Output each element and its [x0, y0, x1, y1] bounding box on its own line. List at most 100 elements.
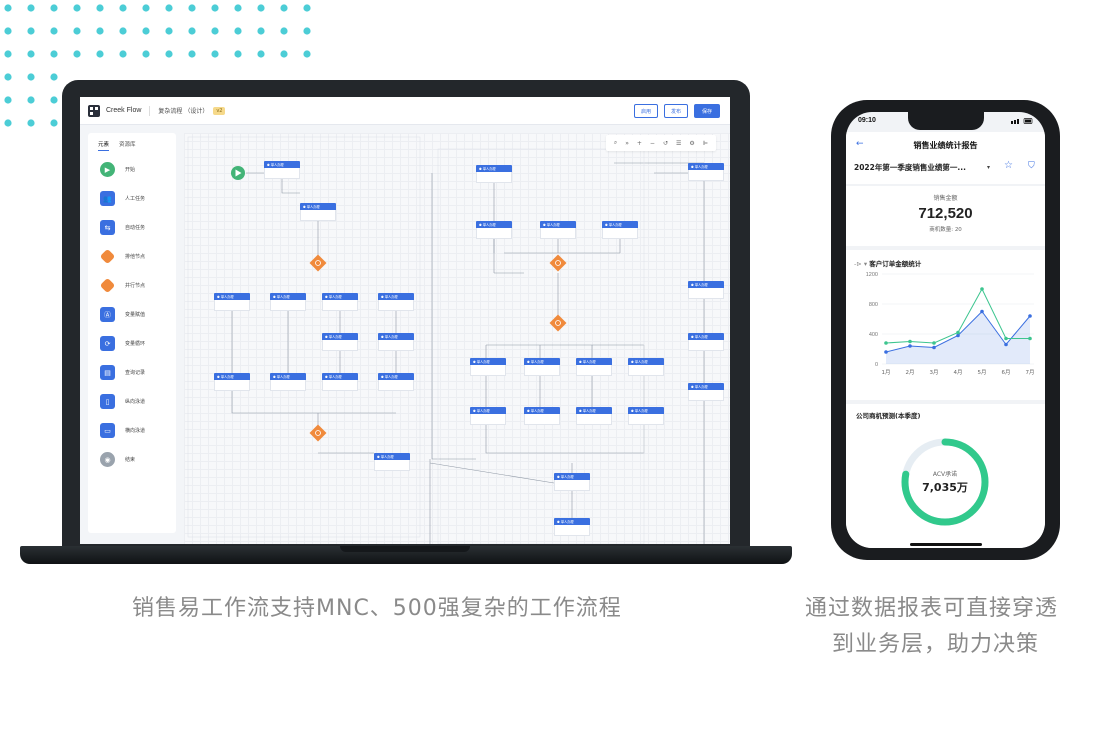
decorative-dot — [50, 96, 58, 104]
flow-task-node[interactable]: ⚉ 单人办理 — [524, 407, 560, 425]
collapse-icon[interactable]: -⊳ ▾ — [854, 260, 870, 268]
palette-item[interactable]: 并行节点 — [88, 271, 176, 300]
node-header: ⚉ 单人办理 — [576, 358, 612, 365]
palette-item[interactable]: ▶开始 — [88, 155, 176, 184]
palette-item[interactable]: ▯纵向泳道 — [88, 387, 176, 416]
flow-task-node[interactable]: ⚉ 单人办理 — [628, 407, 664, 425]
x-tick-label: 2月 — [906, 369, 915, 376]
decorative-dot — [142, 50, 150, 58]
zoom-out-icon[interactable]: − — [649, 139, 655, 147]
flow-task-node[interactable]: ⚉ 单人办理 — [270, 293, 306, 311]
palette-item[interactable]: 排他节点 — [88, 242, 176, 271]
flow-task-node[interactable]: ⚉ 单人办理 — [554, 473, 590, 491]
enable-button[interactable]: 启用 — [633, 104, 658, 118]
y-tick-label: 1200 — [866, 272, 878, 278]
grid-logo-icon[interactable] — [88, 104, 100, 117]
star-icon[interactable]: ☆ — [1004, 160, 1013, 171]
period-selector[interactable]: 2022年第一季度销售业绩第一... — [854, 163, 966, 172]
flow-task-node[interactable]: ⚉ 单人办理 — [378, 333, 414, 351]
flow-task-node[interactable]: ⚉ 单人办理 — [270, 373, 306, 391]
decorative-dot — [211, 50, 219, 58]
expand-icon[interactable]: » — [625, 139, 629, 147]
flow-task-node[interactable]: ⚉ 单人办理 — [688, 163, 724, 181]
tab-elements[interactable]: 元素 — [98, 140, 110, 151]
flow-task-node[interactable]: ⚉ 单人办理 — [540, 221, 576, 239]
node-body — [378, 340, 414, 351]
decorative-dot — [50, 119, 58, 127]
palette-item[interactable]: ◉结束 — [88, 445, 176, 474]
laptop-screen: Creek Flow 复杂流程 （设计） v2 启用 发布 保存 元素 资源库 … — [80, 97, 730, 544]
flow-task-node[interactable]: ⚉ 单人办理 — [576, 358, 612, 376]
tab-library[interactable]: 资源库 — [119, 142, 136, 148]
palette-item[interactable]: ⟳变量循环 — [88, 329, 176, 358]
back-arrow-icon[interactable]: ← — [856, 139, 864, 149]
flow-task-node[interactable]: ⚉ 单人办理 — [214, 293, 250, 311]
palette-item[interactable]: ▤查询记录 — [88, 358, 176, 387]
zoom-in-icon[interactable]: + — [636, 139, 642, 147]
list-icon[interactable]: ☰ — [675, 139, 682, 147]
flow-task-node[interactable]: ⚉ 单人办理 — [214, 373, 250, 391]
flow-task-node[interactable]: ⚉ 单人办理 — [470, 407, 506, 425]
flow-task-node[interactable]: ⚉ 单人办理 — [524, 358, 560, 376]
flow-task-node[interactable]: ⚉ 单人办理 — [688, 383, 724, 401]
node-header: ⚉ 单人办理 — [688, 383, 724, 390]
chart-title-text: 客户订单金额统计 — [869, 260, 922, 268]
palette-item[interactable]: 👥人工任务 — [88, 184, 176, 213]
flow-task-node[interactable]: ⚉ 单人办理 — [378, 373, 414, 391]
flow-task-node[interactable]: ⚉ 单人办理 — [576, 407, 612, 425]
flow-canvas[interactable]: ⚉ 单人办理 ⚉ 单人办理 ⚉ 单人办理 ⚉ 单人办理 ⚉ 单人办理 ⚉ 单人办理 ⚉ 单人… — [184, 133, 730, 544]
flow-task-node[interactable]: ⚉ 单人办理 — [688, 333, 724, 351]
flow-task-node[interactable]: ⚉ 单人办理 — [378, 293, 414, 311]
flow-task-node[interactable]: ⚉ 单人办理 — [688, 281, 724, 299]
settings-icon[interactable]: ⚙ — [689, 139, 695, 147]
node-header: ⚉ 单人办理 — [322, 293, 358, 300]
flow-task-node[interactable]: ⚉ 单人办理 — [322, 293, 358, 311]
data-point — [1004, 342, 1008, 347]
flow-task-node[interactable]: ⚉ 单人办理 — [476, 165, 512, 183]
flow-task-node[interactable]: ⚉ 单人办理 — [554, 518, 590, 536]
node-body — [554, 525, 590, 536]
version-badge: v2 — [213, 106, 226, 115]
flow-task-node[interactable]: ⚉ 单人办理 — [374, 453, 410, 471]
node-header: ⚉ 单人办理 — [214, 293, 250, 300]
decorative-dot — [50, 4, 58, 12]
node-header: ⚉ 单人办理 — [378, 373, 414, 380]
flow-task-node[interactable]: ⚉ 单人办理 — [322, 373, 358, 391]
layout-icon[interactable]: ⊫ — [702, 139, 708, 147]
decorative-dot — [188, 27, 196, 35]
flow-task-node[interactable]: ⚉ 单人办理 — [628, 358, 664, 376]
search-icon[interactable]: ⌕ — [613, 139, 618, 146]
publish-button[interactable]: 发布 — [663, 104, 688, 118]
node-header: ⚉ 单人办理 — [270, 373, 306, 380]
save-button[interactable]: 保存 — [693, 104, 720, 118]
flow-task-node[interactable]: ⚉ 单人办理 — [476, 221, 512, 239]
flow-task-node[interactable]: ⚉ 单人办理 — [264, 161, 300, 179]
palette-item[interactable]: ⇆自动任务 — [88, 213, 176, 242]
flow-task-node[interactable]: ⚉ 单人办理 — [470, 358, 506, 376]
reset-icon[interactable]: ↺ — [662, 139, 668, 147]
filter-icon[interactable]: ⛉ — [1028, 161, 1035, 171]
gateway-node — [549, 254, 567, 272]
connector-line — [485, 425, 645, 454]
flow-task-node[interactable]: ⚉ 单人办理 — [602, 221, 638, 239]
decorative-dot — [119, 27, 127, 35]
flow-task-node[interactable]: ⚉ 单人办理 — [300, 203, 336, 221]
chevron-down-icon[interactable]: ▾ — [987, 164, 991, 171]
flow-task-node[interactable]: ⚉ 单人办理 — [322, 333, 358, 351]
node-body — [374, 460, 410, 471]
node-header: ⚉ 单人办理 — [628, 407, 664, 414]
node-body — [476, 228, 512, 239]
node-body — [470, 365, 506, 376]
decorative-dot — [4, 119, 12, 127]
node-body — [270, 380, 306, 391]
data-point — [980, 309, 984, 314]
palette-item[interactable]: ▭横向泳道 — [88, 416, 176, 445]
node-header: ⚉ 单人办理 — [476, 165, 512, 172]
kpi-sub-value: 20 — [954, 227, 962, 233]
laptop-hinge — [340, 546, 470, 552]
node-header: ⚉ 单人办理 — [322, 373, 358, 380]
